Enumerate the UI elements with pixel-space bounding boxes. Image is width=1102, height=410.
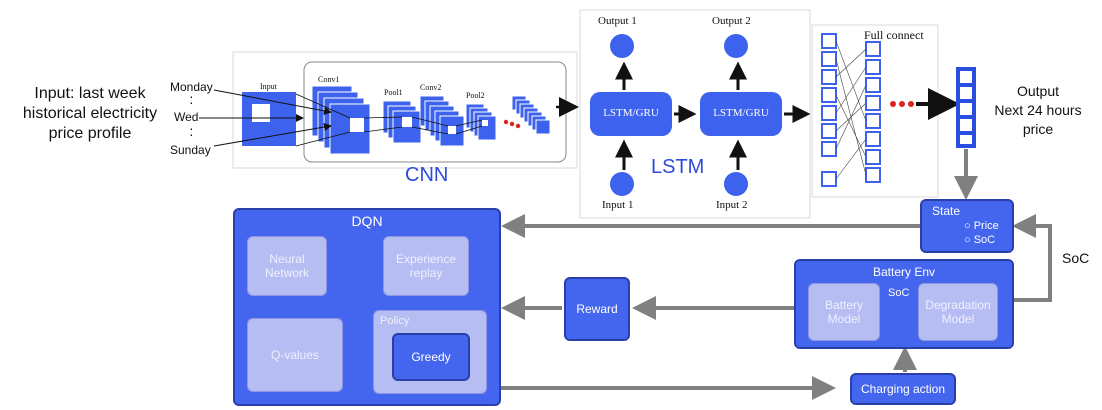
battery-soc-label: SoC [888,287,910,299]
bullet-icon: ○ [964,220,974,232]
experience-replay-box: Experience replay [383,236,469,296]
output-column [958,69,974,146]
greedy-box: Greedy [392,333,470,381]
cnn-final-stack [511,95,551,135]
vertical-ellipsis-1: ·· [189,88,194,110]
fc-title: Full connect [864,28,924,42]
state-title: State [932,204,961,218]
reward-box: Reward [564,277,630,341]
day-sunday: Sunday [170,143,211,157]
input-line-2: historical electricity [22,105,158,122]
cnn-input-label: Input [260,82,277,91]
output-line-3: price [1022,121,1054,137]
lstm-input-node-1 [610,172,634,196]
battery-model-box: Battery Model [808,283,880,341]
arrow-soc-feedback [1012,214,1052,302]
lstm-cell-2 [700,92,782,136]
lstm-input-2-label: Input 2 [716,199,748,211]
battery-env-box: Battery Env Battery Model SoC Degradatio… [794,259,1014,349]
cnn-pool1-stack [382,100,422,144]
dqn-box: DQN Neural Network Experience replay Q-v… [233,208,501,406]
degradation-model-box: Degradation Model [918,283,998,341]
output-line-2: Next 24 hours [994,102,1082,118]
cnn-conv2-stack [419,95,465,147]
lstm-cell-1 [590,92,672,136]
fc-ellipsis-dots [890,101,914,107]
day-monday: Monday [170,80,213,94]
lstm-output-2-label: Output 2 [712,15,751,27]
state-item-soc: ○ SoC [964,234,996,246]
day-wed: Wed [174,110,199,124]
cnn-conv1-label: Conv1 [318,75,340,84]
state-item-price: ○ Price [964,220,999,232]
cnn-title: CNN [405,164,449,186]
state-box: State ○ Price ○ SoC [920,199,1014,253]
lstm-output-1-label: Output 1 [598,15,637,27]
cnn-conv2-label: Conv2 [420,83,442,92]
neural-network-box: Neural Network [247,236,327,296]
output-description: Output Next 24 hours price [982,82,1094,139]
cnn-pool1-label: Pool1 [384,88,403,97]
charging-action-box: Charging action [850,373,956,405]
soc-feedback-label: SoC [1062,250,1090,266]
lstm-output-node-1 [610,34,634,58]
lstm-output-node-2 [724,34,748,58]
policy-box: Policy Greedy [373,310,487,394]
battery-env-title: Battery Env [872,265,936,279]
input-line-3: price profile [48,125,132,142]
input-line-1: Input: last week [34,85,146,102]
bullet-icon: ○ [964,234,974,246]
lstm-input-node-2 [724,172,748,196]
q-values-box: Q-values [247,318,343,392]
vertical-ellipsis-2: ·· [189,120,194,142]
lstm-cell-2-label: LSTM/GRU [713,107,769,119]
dqn-title: DQN [351,213,383,229]
lstm-input-1-label: Input 1 [602,199,634,211]
cnn-ellipsis-dots [503,119,521,129]
cnn-pool2-label: Pool2 [466,91,485,100]
output-line-1: Output [1016,83,1060,99]
lstm-title: LSTM [651,156,705,178]
lstm-cell-1-label: LSTM/GRU [603,107,659,119]
cnn-pool2-stack [465,103,497,141]
policy-title: Policy [380,315,410,327]
input-description: Input: last week historical electricity … [0,84,180,144]
